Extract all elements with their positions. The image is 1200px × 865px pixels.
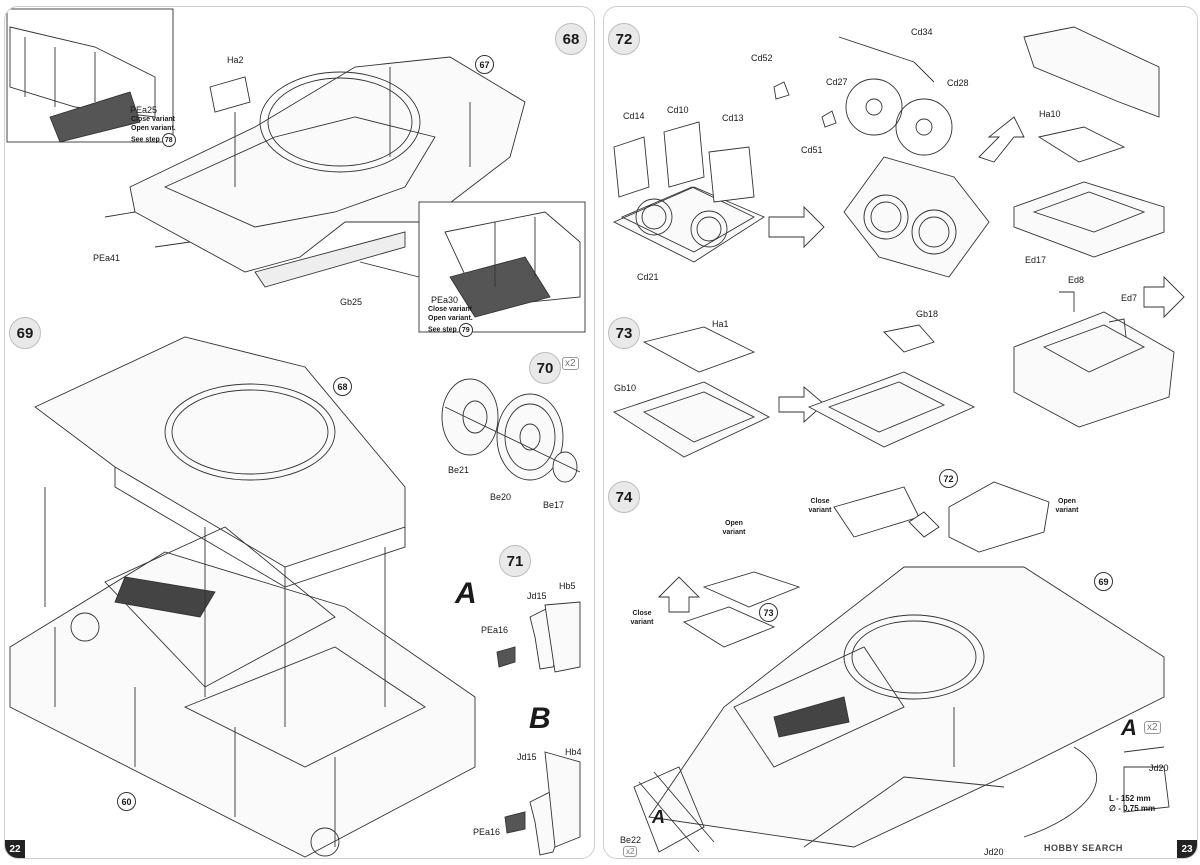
part-label-gb25: Gb25	[340, 297, 363, 307]
instruction-page-left: 68 Ha2 67 PEa25 Close variant Open varia…	[4, 6, 595, 859]
left-page-drawings	[6, 8, 586, 858]
step-71-badge: 71	[499, 545, 531, 577]
open-variant-label-1: Open variant	[722, 520, 746, 536]
ref-step-69: 69	[1094, 572, 1113, 591]
variant-note-bottom: Close variant Open variant. See step 79	[428, 305, 473, 337]
wheel-assembly-drawing	[441, 378, 581, 483]
instruction-page-right: 72 Cd52 Cd34 Cd27 Cd28 Cd51 Cd14 Cd10 Cd…	[603, 6, 1198, 859]
step-73-badge: 73	[608, 317, 640, 349]
part-label-cd27: Cd27	[826, 77, 848, 87]
step-70-multiplier: x2	[562, 357, 579, 370]
ref-step-73: 73	[759, 603, 778, 622]
step-68-badge: 68	[555, 23, 587, 55]
part-label-jd20-bottom: Jd20	[984, 847, 1004, 857]
part-label-be21: Be21	[448, 465, 470, 475]
right-page-drawings	[612, 26, 1185, 853]
part-label-pea16-b: PEa16	[473, 827, 501, 837]
final-hull-drawing	[633, 481, 1170, 853]
variant-a-letter-right: A	[1121, 715, 1137, 740]
part-label-pea30: PEa30	[431, 295, 459, 305]
page-number-left: 22	[5, 840, 25, 858]
part-label-pea41: PEa41	[93, 253, 121, 263]
ref-step-68: 68	[333, 377, 352, 396]
open-variant-label-2: Open variant	[1055, 498, 1079, 514]
step-72-badge: 72	[608, 23, 640, 55]
part-label-cd51: Cd51	[801, 145, 823, 155]
part-label-hb4: Hb4	[565, 747, 582, 757]
be22-multiplier: x2	[623, 846, 638, 857]
part-label-cd34: Cd34	[911, 27, 933, 37]
inset-top-drawing	[6, 8, 174, 143]
part-label-gb18: Gb18	[916, 309, 939, 319]
part-label-be20: Be20	[490, 492, 512, 502]
variant-a-letter: A	[455, 577, 477, 610]
inset-bottom-drawing	[359, 201, 586, 333]
ref-step-72: 72	[939, 469, 958, 488]
part-label-hb5: Hb5	[559, 581, 576, 591]
step-69-badge: 69	[9, 317, 41, 349]
part-label-cd28: Cd28	[947, 78, 969, 88]
part-label-ha10: Ha10	[1039, 109, 1061, 119]
part-label-cd13: Cd13	[722, 113, 744, 123]
variant-note-top: Close variant Open variant. See step 78	[131, 115, 176, 147]
part-label-pea25: PEa25	[130, 105, 158, 115]
part-label-cd21: Cd21	[637, 272, 659, 282]
ref-step-60: 60	[117, 792, 136, 811]
part-label-jd15-a: Jd15	[527, 591, 547, 601]
part-label-cd52: Cd52	[751, 53, 773, 63]
hull-assembly-drawing	[9, 336, 476, 858]
hatch-assembly-drawing	[612, 275, 1185, 458]
part-label-ha1: Ha1	[712, 319, 729, 329]
page-number-right: 23	[1177, 840, 1197, 858]
variant-a-letter-left: A	[652, 807, 665, 827]
part-label-be17: Be17	[543, 500, 565, 510]
cable-length-note: L - 152 mm	[1109, 794, 1151, 803]
part-label-jd15-b: Jd15	[517, 752, 537, 762]
part-label-ed17: Ed17	[1025, 255, 1047, 265]
cable-diameter-note: ∅ - 0.75 mm	[1109, 804, 1156, 813]
step-74-badge: 74	[608, 481, 640, 513]
part-label-ed7: Ed7	[1121, 293, 1138, 303]
part-label-be22: Be22	[620, 835, 642, 845]
part-label-cd14: Cd14	[623, 111, 645, 121]
part-label-cd10: Cd10	[667, 105, 689, 115]
part-label-pea16-a: PEa16	[481, 625, 509, 635]
bracket-parts-drawing	[496, 601, 581, 856]
part-label-gb10: Gb10	[614, 383, 637, 393]
close-variant-label-1: Close variant	[808, 498, 832, 514]
close-variant-label-2: Close variant	[630, 610, 654, 626]
fan-assembly-drawing	[612, 26, 1165, 278]
part-label-ed8: Ed8	[1068, 275, 1085, 285]
ref-step-67: 67	[475, 55, 494, 74]
step-74-multiplier: x2	[1144, 721, 1161, 734]
part-label-jd20-top: Jd20	[1149, 763, 1169, 773]
watermark: HOBBY SEARCH	[1044, 843, 1123, 853]
step-70-badge: 70	[529, 352, 561, 384]
part-label-ha2: Ha2	[227, 55, 244, 65]
variant-b-letter: B	[529, 702, 551, 735]
